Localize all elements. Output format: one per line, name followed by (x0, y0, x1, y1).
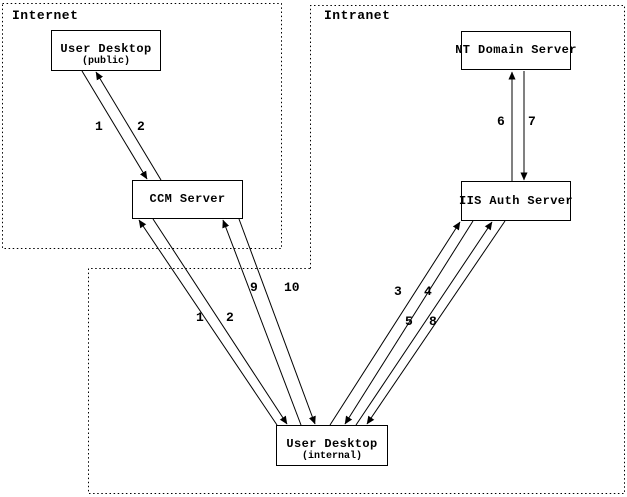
arrow-5-internal-desktop-to-iis (355, 221, 493, 426)
user-desktop-public-title: User Desktop (60, 42, 152, 56)
intranet-zone-border (88, 5, 625, 494)
arrow-3-internal-desktop-to-iis (329, 221, 461, 426)
user-desktop-public-node: User Desktop (public) (51, 30, 161, 71)
nt-domain-server-node: NT Domain Server (455, 31, 576, 70)
ccm-server-node: CCM Server (132, 180, 243, 219)
arrow-9-internal-desktop-to-ccm (222, 219, 302, 426)
iis-auth-server-title: IIS Auth Server (458, 193, 574, 208)
internet-zone-label: Internet (12, 8, 79, 23)
step-label-1-public: 1 (95, 119, 103, 134)
arrow-8-iis-to-internal-desktop (366, 220, 506, 425)
intranet-zone-label: Intranet (324, 8, 391, 23)
step-label-6: 6 (497, 114, 505, 129)
user-desktop-internal-subtitle: (internal) (301, 451, 362, 462)
nt-domain-server-title: NT Domain Server (455, 43, 577, 57)
step-label-10: 10 (284, 280, 300, 295)
arrow-1-internal-desktop-to-ccm (138, 219, 278, 426)
step-label-4: 4 (424, 284, 432, 299)
step-label-2-internal: 2 (226, 310, 234, 325)
step-label-8: 8 (429, 314, 437, 329)
step-label-1-internal: 1 (196, 310, 204, 325)
ccm-server-title: CCM Server (149, 192, 226, 206)
step-label-3: 3 (394, 284, 402, 299)
iis-auth-server-node: IIS Auth Server (458, 181, 574, 221)
user-desktop-public-subtitle: (public) (81, 56, 130, 67)
step-label-7: 7 (528, 114, 536, 129)
arrow-4-iis-to-internal-desktop (344, 220, 474, 425)
arrow-2-ccm-to-internal-desktop (152, 218, 288, 425)
step-label-9: 9 (250, 280, 258, 295)
step-label-5: 5 (405, 314, 413, 329)
internet-zone-border (2, 3, 282, 249)
arrow-2-ccm-to-public-desktop (95, 71, 162, 181)
user-desktop-internal-node: User Desktop (internal) (276, 425, 388, 466)
arrow-10-ccm-to-internal-desktop (238, 218, 316, 425)
arrow-1-public-desktop-to-ccm (81, 70, 148, 180)
step-label-2-public: 2 (137, 119, 145, 134)
user-desktop-internal-title: User Desktop (286, 437, 378, 451)
